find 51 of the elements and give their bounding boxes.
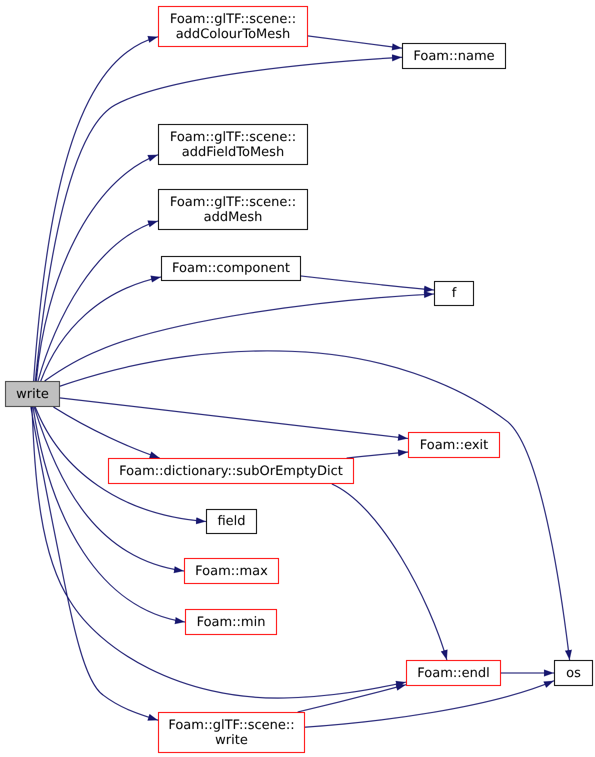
call-arrow	[298, 684, 406, 713]
function-name: f	[452, 286, 456, 301]
function-box	[108, 458, 354, 484]
function-box	[184, 558, 279, 584]
function-name: Foam::glTF::scene:: addColourToMesh	[168, 12, 298, 42]
function-name: os	[566, 666, 581, 680]
call-arrow	[30, 406, 158, 721]
call-arrow	[33, 36, 158, 382]
call-arrow	[32, 406, 186, 624]
function-box	[161, 256, 301, 281]
function-name: write	[16, 386, 49, 402]
function-name: Foam::min	[196, 614, 266, 630]
function-box	[406, 660, 501, 686]
function-box	[434, 281, 474, 306]
call-arrow	[53, 406, 160, 459]
call-arrow	[37, 220, 158, 382]
function-name: Foam::exit	[420, 438, 488, 452]
call-arrow	[34, 406, 206, 524]
function-box	[158, 124, 308, 165]
call-arrow	[308, 35, 402, 50]
call-arrow	[346, 449, 408, 459]
function-box	[185, 609, 277, 635]
call-arrow	[501, 670, 554, 676]
call-arrow	[36, 154, 158, 382]
call-arrow	[304, 680, 554, 728]
function-name: Foam::glTF::scene:: write	[167, 718, 296, 748]
call-arrow	[60, 350, 572, 660]
function-name: Foam::glTF::scene:: addFieldToMesh	[168, 130, 298, 160]
call-arrow	[34, 406, 184, 572]
function-name: Foam::max	[195, 564, 268, 578]
call-arrow	[44, 291, 434, 382]
function-name: field	[217, 514, 246, 529]
function-name: Foam::glTF::scene:: addMesh	[168, 194, 298, 224]
function-box	[158, 712, 305, 753]
function-box	[402, 43, 506, 69]
function-box	[158, 189, 308, 230]
function-box	[5, 381, 60, 407]
function-box	[408, 432, 500, 458]
call-arrow	[40, 276, 162, 382]
function-name: Foam::endl	[417, 666, 490, 680]
function-name: Foam::name	[413, 48, 495, 64]
function-box	[206, 509, 257, 534]
call-arrow	[34, 54, 402, 382]
call-arrow	[31, 406, 406, 699]
function-name: Foam::component	[172, 261, 290, 276]
call-arrow	[300, 275, 434, 293]
function-box	[158, 6, 308, 47]
function-box	[554, 660, 593, 686]
function-name: Foam::dictionary::subOrEmptyDict	[119, 464, 343, 478]
call-arrow	[332, 484, 448, 660]
call-arrow	[60, 397, 408, 441]
